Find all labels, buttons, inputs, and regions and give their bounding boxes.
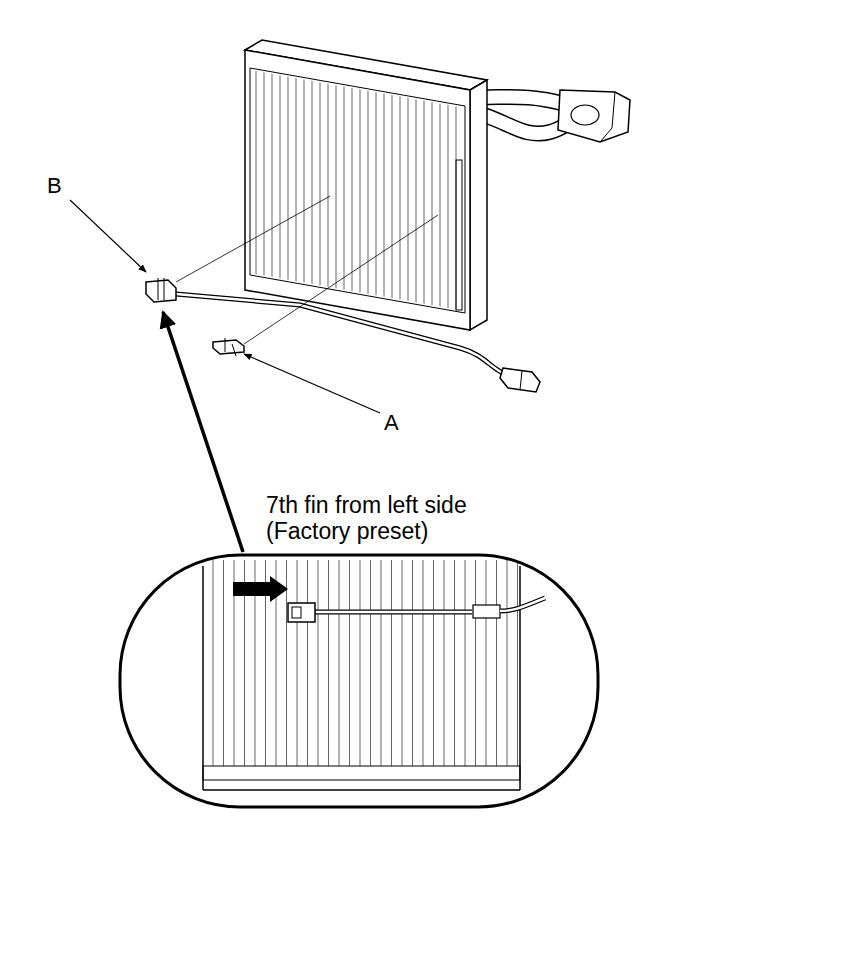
fin-line	[297, 560, 298, 766]
fin-line	[344, 87, 345, 290]
fin-line	[432, 102, 433, 305]
fin-line	[444, 560, 445, 766]
fin-line	[328, 84, 329, 287]
fin-line	[408, 98, 409, 301]
fin-line	[448, 105, 449, 308]
fin-line	[307, 560, 308, 766]
fin-line	[256, 71, 257, 274]
fin-line	[454, 560, 455, 766]
fin-line	[424, 101, 425, 304]
sensor-harness	[146, 278, 540, 392]
fin-line	[213, 560, 214, 766]
fin-line	[318, 560, 319, 766]
fin-line	[465, 560, 466, 766]
leader-line	[244, 354, 380, 413]
callout-letter: A	[384, 410, 399, 435]
fin-line	[360, 89, 361, 292]
detail-view	[120, 555, 598, 807]
fin-line	[391, 560, 392, 766]
fin-line	[376, 92, 377, 295]
fin-line	[264, 72, 265, 275]
fin-line	[312, 81, 313, 284]
fin-line	[328, 560, 329, 766]
note-text: 7th fin from left side (Factory preset)	[266, 492, 506, 545]
fin-line	[475, 560, 476, 766]
leader-line	[70, 200, 146, 272]
fin-line	[517, 560, 518, 766]
fin-line	[456, 106, 457, 309]
fin-line	[402, 560, 403, 766]
fin-line	[272, 74, 273, 277]
fin-line	[370, 560, 371, 766]
fin-line	[286, 560, 287, 766]
detail-pointer	[163, 312, 243, 552]
fin-line	[416, 99, 417, 302]
fin-line	[296, 78, 297, 281]
fin-line	[423, 560, 424, 766]
fin-line	[486, 560, 487, 766]
fin-line	[496, 560, 497, 766]
evaporator-core	[245, 40, 487, 330]
fin-line	[400, 97, 401, 300]
fin-line	[352, 88, 353, 291]
fin-line	[412, 560, 413, 766]
fin-line	[440, 104, 441, 307]
position-line	[244, 215, 438, 344]
fin-line	[349, 560, 350, 766]
fin-line	[320, 82, 321, 285]
position-line	[176, 196, 330, 282]
fin-line	[392, 95, 393, 298]
fin-line	[304, 80, 305, 283]
fin-line	[433, 560, 434, 766]
fin-line	[360, 560, 361, 766]
callout-letter: B	[47, 173, 62, 198]
fin-line	[384, 94, 385, 297]
fin-line	[223, 560, 224, 766]
fin-line	[336, 85, 337, 288]
fin-line	[339, 560, 340, 766]
fin-line	[280, 75, 281, 278]
fin-line	[507, 560, 508, 766]
fin-line	[288, 77, 289, 280]
fin-line	[381, 560, 382, 766]
fin-line	[368, 91, 369, 294]
